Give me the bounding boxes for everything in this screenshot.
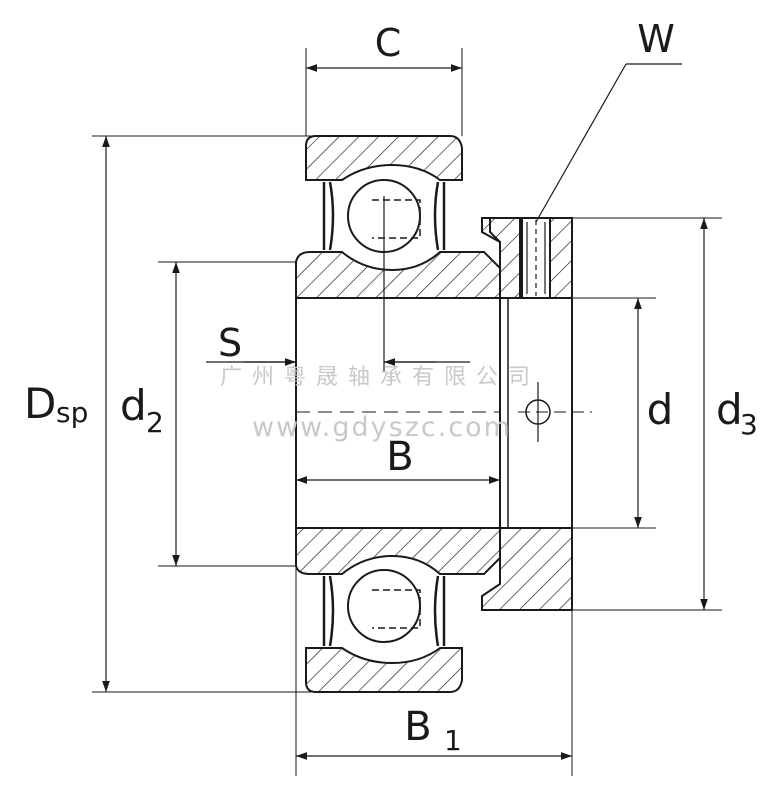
inner-ring-bottom: [295, 527, 501, 575]
label-dsp-sub: sp: [56, 396, 88, 429]
watermark-url: www.gdyszc.com: [252, 412, 512, 443]
label-d2-sub: 2: [146, 406, 164, 439]
outer-ring-top: [305, 135, 463, 181]
label-c: C: [375, 21, 402, 65]
label-d3: d: [716, 385, 743, 434]
label-b1: B: [404, 704, 431, 750]
label-s: S: [218, 321, 242, 365]
label-d2: d: [120, 381, 147, 430]
label-b1-sub: 1: [444, 724, 462, 757]
leader-w: [535, 63, 627, 223]
label-d3-sub: 3: [740, 408, 758, 441]
seal-bottom: [322, 575, 446, 647]
outer-ring-bottom: [305, 647, 463, 693]
label-d: d: [647, 385, 674, 434]
inner-ring-top: [295, 251, 501, 299]
ball-bottom: [347, 569, 421, 643]
watermark-company: 广州粤晟轴承有限公司: [220, 365, 540, 390]
label-dsp: D: [24, 379, 56, 428]
seal-top: [322, 181, 446, 251]
label-w: W: [637, 17, 675, 61]
label-b: B: [386, 434, 413, 480]
